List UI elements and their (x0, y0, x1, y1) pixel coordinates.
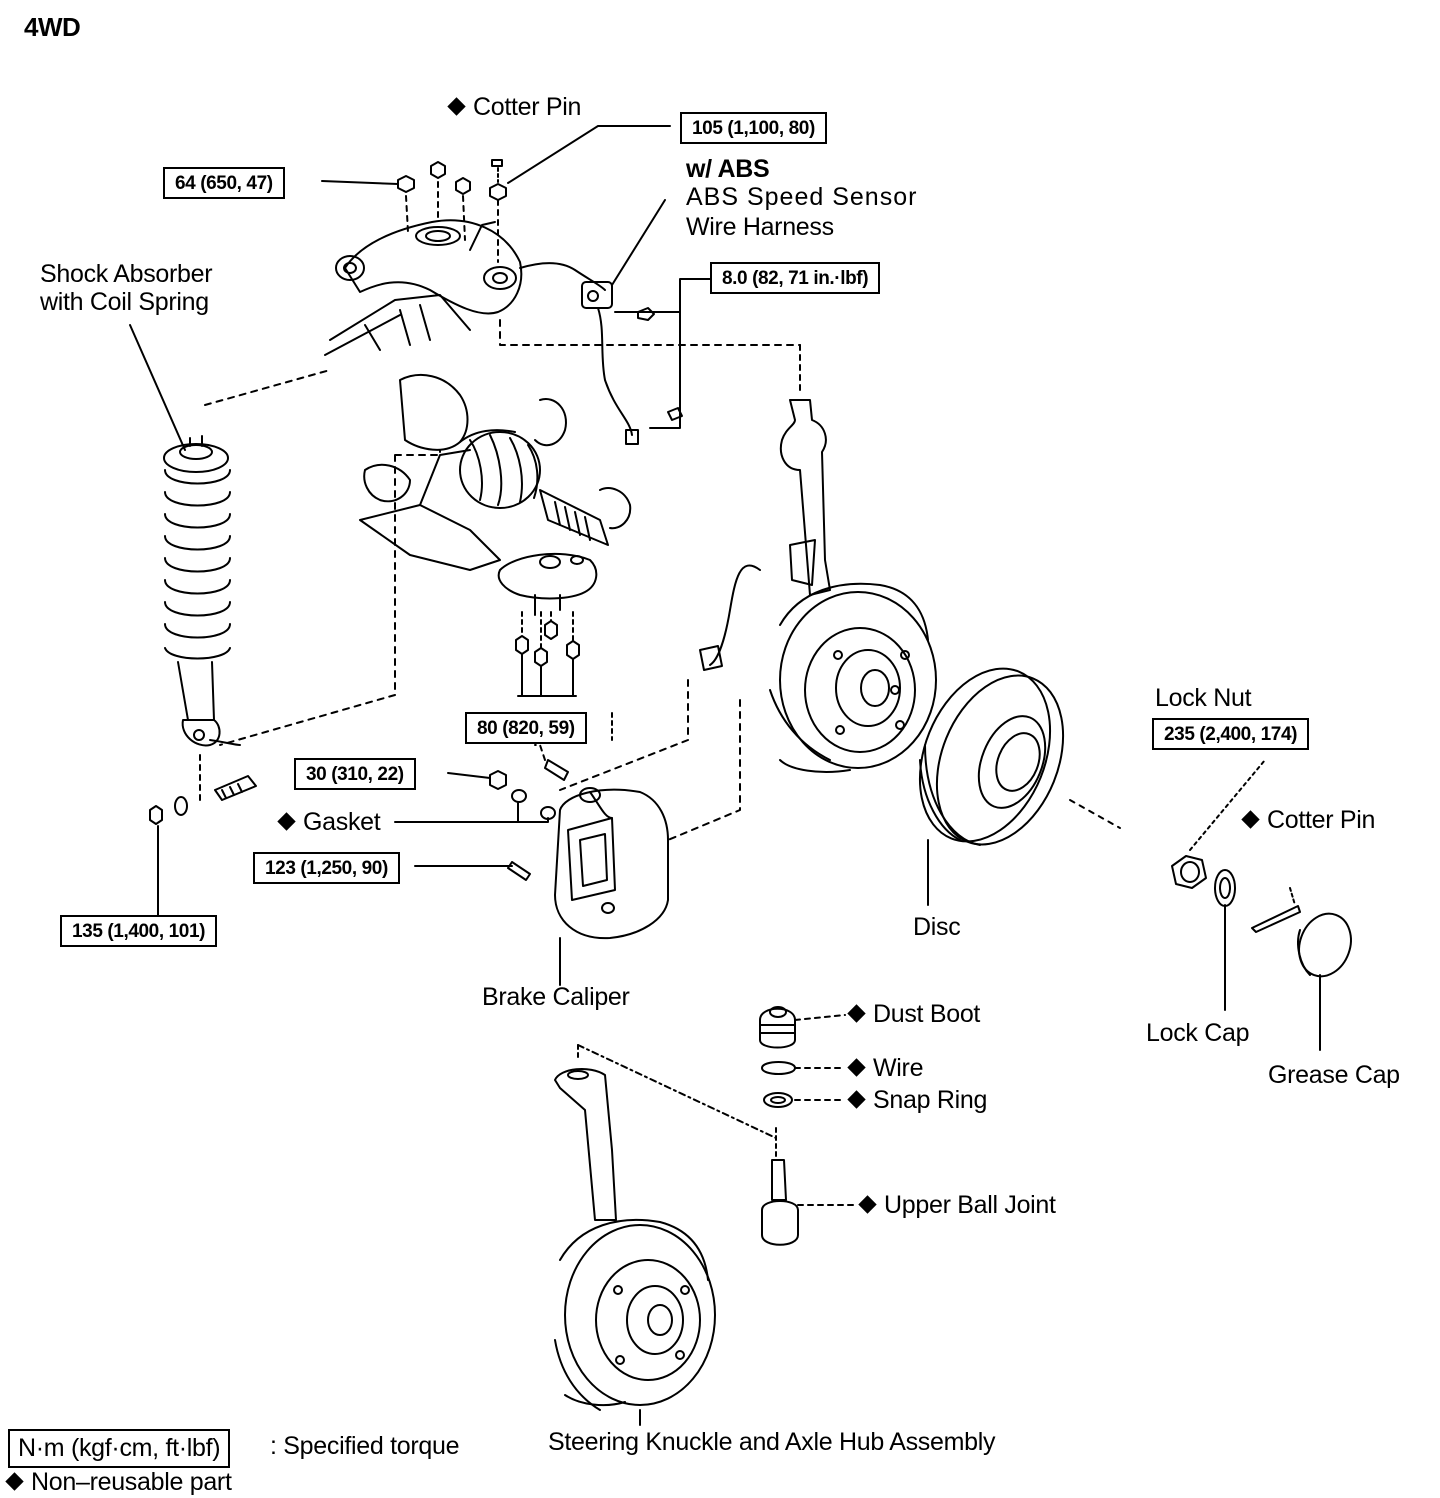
shock-label-line1: Shock Absorber (40, 260, 213, 288)
leader-lines (129, 125, 1121, 1206)
legend-nonreusable: Non–reusable part (4, 1470, 232, 1495)
lock-nut-label: Lock Nut (1155, 684, 1252, 712)
steering-knuckle-upper (699, 344, 937, 773)
lock-cap-label: Lock Cap (1146, 1019, 1250, 1047)
legend-unit-desc: : Specified torque (270, 1432, 460, 1460)
non-reusable-diamond-icon (847, 1058, 866, 1078)
dust-boot-label: Dust Boot (846, 1002, 980, 1027)
steering-knuckle-label: Steering Knuckle and Axle Hub Assembly (548, 1428, 996, 1456)
snap-ring-text: Snap Ring (873, 1086, 988, 1114)
cotter-pin-upper-label: Cotter Pin (446, 95, 581, 120)
upper-control-arm (324, 219, 523, 356)
non-reusable-diamond-icon (5, 1472, 24, 1492)
shock-lower-fasteners (149, 754, 257, 825)
torque-caliper-mount: 123 (1,250, 90) (253, 852, 400, 884)
torque-upper-arm: 64 (650, 47) (163, 167, 285, 199)
legend-nonreusable-text: Non–reusable part (31, 1468, 232, 1496)
gasket-label: Gasket (276, 808, 381, 836)
cotter-pin-upper-text: Cotter Pin (473, 93, 582, 121)
diagram-title: 4WD (24, 12, 81, 42)
torque-lower-ball-joint: 80 (820, 59) (465, 712, 587, 744)
wire-label: Wire (846, 1056, 923, 1081)
wire-text: Wire (873, 1054, 924, 1082)
shock-absorber-coil-spring (163, 435, 241, 747)
non-reusable-diamond-icon (277, 812, 296, 832)
torque-shock-lower: 135 (1,400, 101) (60, 915, 218, 947)
brake-disc (918, 667, 1065, 906)
legend-unit-box: N·m (kgf·cm, ft·lbf) (8, 1429, 231, 1468)
steering-knuckle-lower (554, 1068, 716, 1426)
upper-ball-joint-text: Upper Ball Joint (884, 1191, 1056, 1219)
upper-arm-nuts (397, 159, 507, 263)
brake-caliper (489, 759, 669, 986)
gasket-text: Gasket (303, 808, 381, 836)
abs-sensor-line1: ABS Speed Sensor (686, 183, 918, 211)
grease-cap-label: Grease Cap (1268, 1061, 1400, 1089)
non-reusable-diamond-icon (1241, 810, 1260, 830)
cotter-pin-right-text: Cotter Pin (1267, 806, 1376, 834)
non-reusable-diamond-icon (858, 1195, 877, 1215)
upper-ball-joint-parts (759, 1006, 799, 1246)
dust-boot-text: Dust Boot (873, 1000, 981, 1028)
torque-lock-nut: 235 (2,400, 174) (1152, 718, 1310, 750)
upper-ball-joint-label: Upper Ball Joint (857, 1193, 1056, 1218)
cotter-pin-right-label: Cotter Pin (1240, 808, 1375, 833)
abs-heading: w/ ABS (686, 155, 770, 183)
drive-shaft (359, 374, 632, 571)
abs-sensor-line2: Wire Harness (686, 213, 834, 241)
lower-ball-joint (497, 553, 598, 697)
torque-cotter-upper: 105 (1,100, 80) (680, 112, 827, 144)
non-reusable-diamond-icon (847, 1004, 866, 1024)
torque-caliper-union: 30 (310, 22) (294, 758, 416, 790)
disc-label: Disc (913, 913, 961, 941)
torque-abs-sensor: 8.0 (82, 71 in.·lbf) (710, 262, 881, 294)
snap-ring-label: Snap Ring (846, 1088, 987, 1113)
non-reusable-diamond-icon (847, 1090, 866, 1110)
abs-speed-sensor-harness (519, 262, 683, 445)
hub-hardware (1171, 759, 1352, 1051)
non-reusable-diamond-icon (447, 97, 466, 117)
shock-label-line2: with Coil Spring (40, 288, 209, 316)
brake-caliper-label: Brake Caliper (482, 983, 630, 1011)
